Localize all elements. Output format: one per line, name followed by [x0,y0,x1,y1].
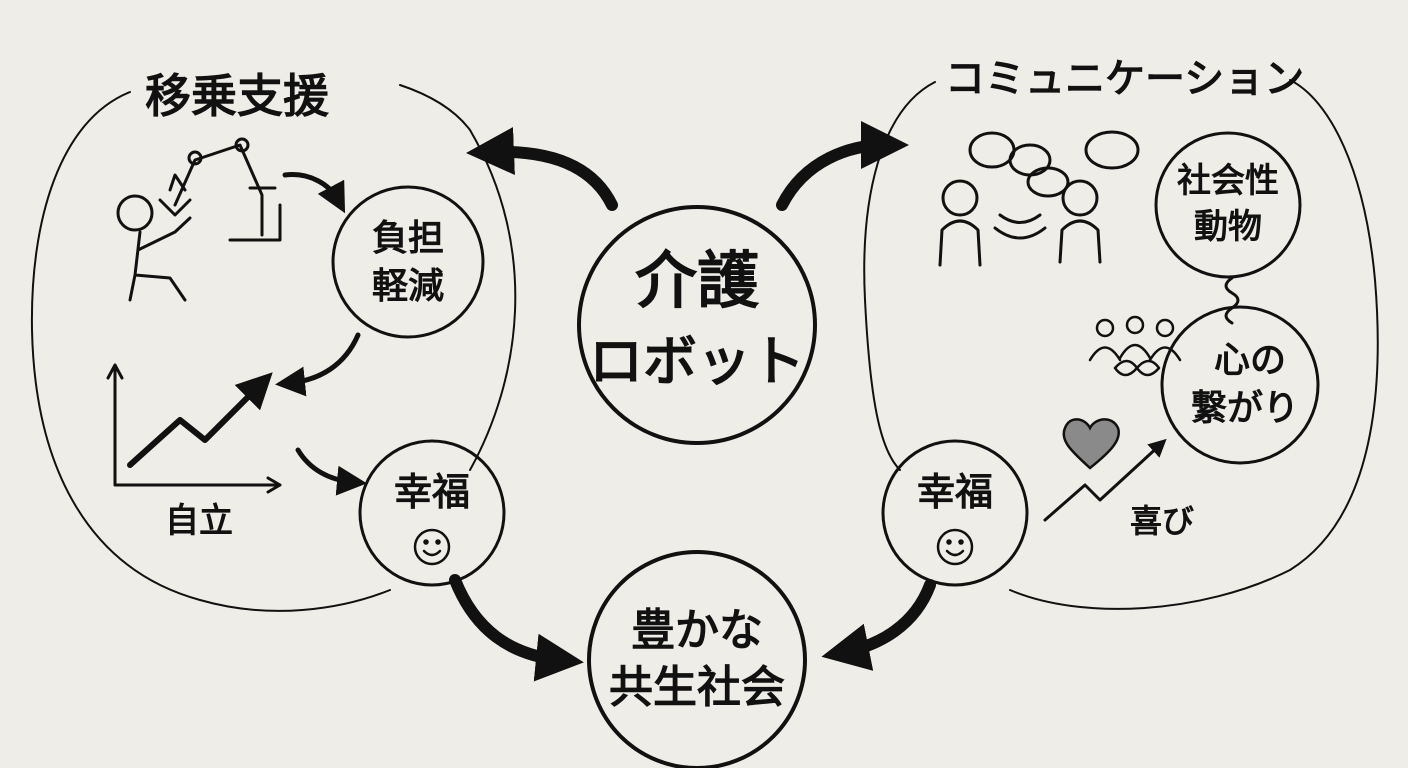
right-group-outline [863,79,1379,610]
left-section-title: 移乗支援 [145,69,330,123]
squiggle-connector [1224,276,1240,325]
bond-label-line1: 心の [1214,340,1286,381]
conversation-people-icon [938,130,1140,267]
center-circle [577,205,817,445]
goal-label-line2: 共生社会 [609,662,785,713]
left-happiness-circle [358,439,506,587]
left-happiness-label: 幸福 [394,470,470,514]
right-happiness-label: 幸福 [917,470,993,514]
group-people-icon [1088,315,1182,377]
bond-label-line2: 繋がり [1191,388,1299,429]
right-section-title: コミュニケーション [945,56,1304,102]
joy-label: 喜び [1130,502,1194,540]
center-label-line1: 介護 [635,244,760,317]
goal-circle [587,550,807,768]
arrow-right-happiness-to-goal [821,579,936,671]
independence-chart-icon [106,363,282,494]
arrow-to-communication [776,121,909,211]
arrow-robot-to-burden [282,172,346,214]
arrow-chart-to-happiness [295,447,367,496]
burden-label-line2: 軽減 [372,266,444,307]
social-animal-line2: 動物 [1194,207,1262,247]
left-group-outline [30,84,517,612]
right-happiness-circle [881,439,1029,587]
arrow-to-transfer [466,127,618,211]
goal-label-line1: 豊かな [631,605,763,656]
burden-circle [331,185,485,339]
burden-label-line1: 負担 [372,218,444,259]
independence-label: 自立 [165,501,233,541]
arrow-left-happiness-to-goal [449,574,584,682]
left-smiley-icon [413,528,451,566]
arrow-burden-to-chart [275,332,361,397]
heart-icon [1062,418,1121,470]
social-animal-circle [1154,131,1302,279]
center-label-line2: ロボット [589,330,805,393]
transfer-robot-icon [116,137,282,302]
joy-rising-arrow [1043,438,1167,522]
right-smiley-icon [936,528,974,566]
social-animal-line1: 社会性 [1177,161,1279,201]
bond-circle [1160,305,1320,465]
